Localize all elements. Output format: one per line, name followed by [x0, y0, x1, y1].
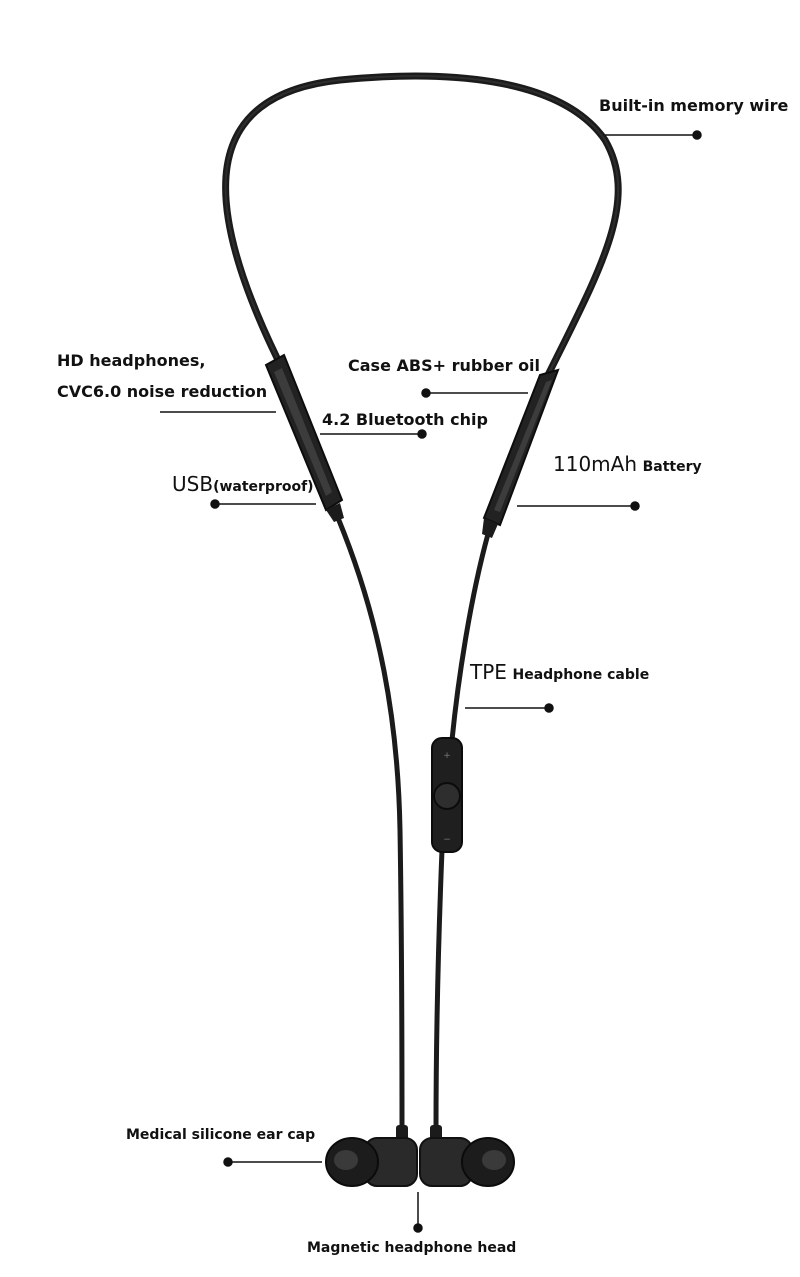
inline-remote: + − — [431, 737, 463, 853]
label-tpe-cable: TPE Headphone cable — [470, 662, 649, 682]
right-cable — [449, 531, 491, 743]
right-housing — [482, 368, 560, 538]
left-housing — [264, 353, 344, 522]
right-earbud — [419, 1137, 515, 1187]
left-cable — [335, 515, 405, 1133]
label-tpe-prefix: TPE — [470, 660, 507, 684]
label-magnetic-head: Magnetic headphone head — [307, 1240, 517, 1256]
svg-text:−: − — [443, 835, 451, 845]
label-usb-suffix: (waterproof) — [213, 479, 314, 495]
left-earbud — [325, 1137, 418, 1187]
label-battery-word: Battery — [642, 459, 702, 475]
label-hd-line1: HD headphones, — [57, 351, 206, 370]
label-tpe-suffix: Headphone cable — [512, 667, 650, 683]
svg-text:+: + — [443, 751, 451, 761]
label-hd-line2: CVC6.0 noise reduction — [57, 382, 268, 401]
memory-wire — [222, 72, 622, 379]
label-bluetooth-chip: 4.2 Bluetooth chip — [322, 410, 488, 429]
label-battery-value: 110mAh — [553, 452, 638, 476]
label-memory-wire: Built-in memory wire — [599, 96, 789, 115]
label-usb: USB(waterproof) — [172, 474, 314, 494]
label-case: Case ABS+ rubber oil — [348, 356, 541, 375]
label-usb-prefix: USB — [172, 472, 214, 496]
label-ear-cap: Medical silicone ear cap — [126, 1127, 316, 1143]
leader-lines — [160, 130, 702, 1233]
label-battery: 110mAh Battery — [553, 454, 702, 474]
